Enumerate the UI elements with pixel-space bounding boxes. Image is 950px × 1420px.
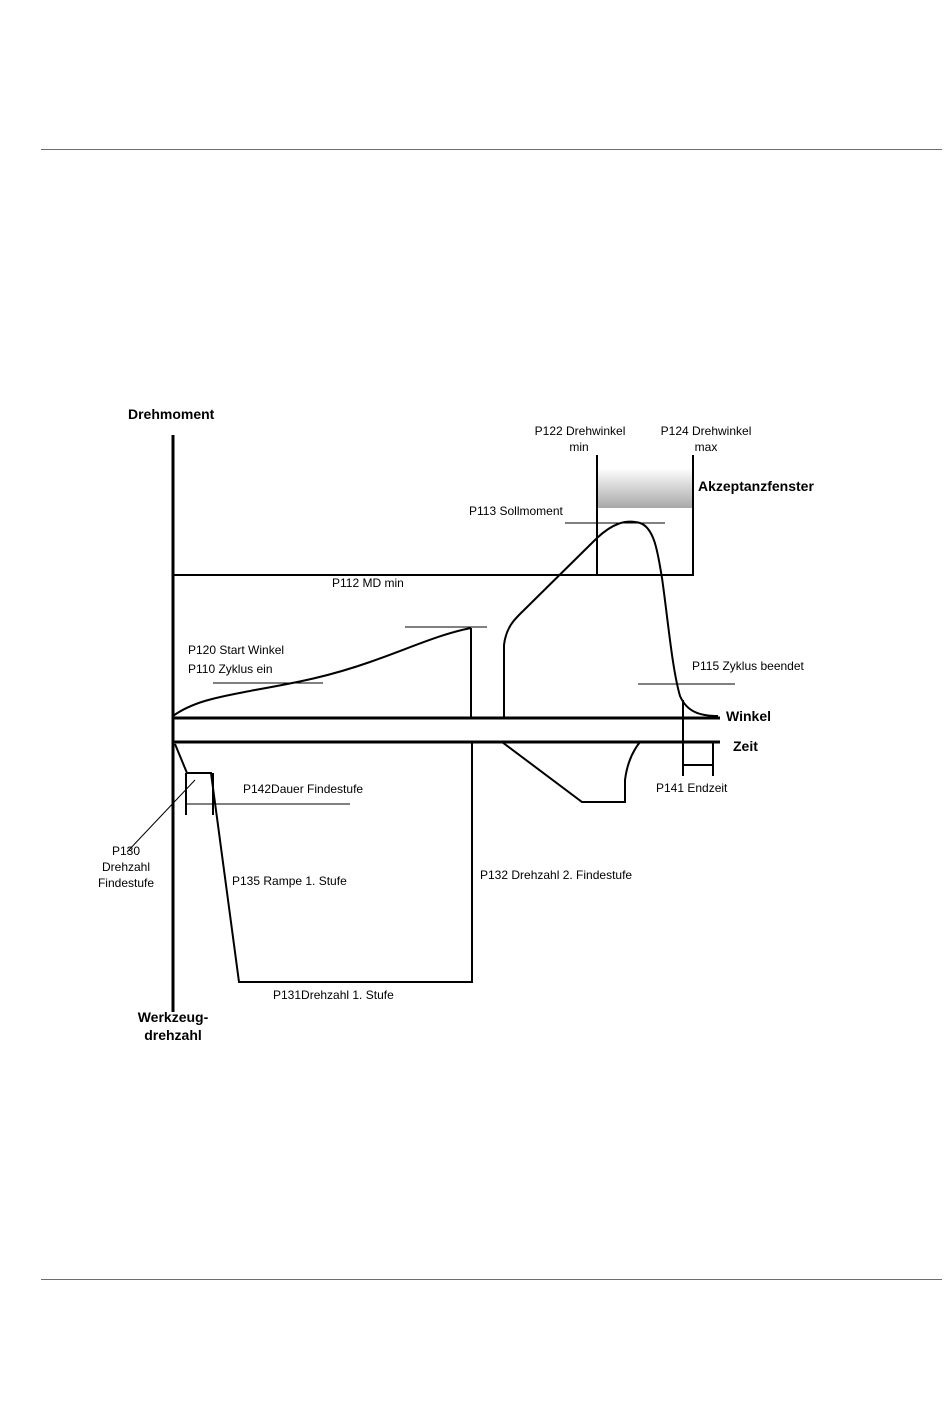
p113-label: P113 Sollmoment — [469, 504, 563, 518]
p115-label: P115 Zyklus beendet — [692, 659, 805, 673]
p130-label-line3: Findestufe — [98, 876, 154, 890]
p124-label-line2: max — [695, 440, 718, 454]
p122-label-line2: min — [569, 440, 588, 454]
torque-axis-label: Drehmoment — [128, 406, 215, 422]
p124-label-line1: P124 Drehwinkel — [661, 424, 752, 438]
time-axis-label: Zeit — [733, 738, 758, 754]
p110-label: P110 Zyklus ein — [188, 662, 273, 676]
page-rule-top — [41, 149, 942, 150]
p130-leader — [126, 779, 196, 853]
p120-label: P120 Start Winkel — [188, 643, 284, 657]
tool-speed-axis-label-line2: drehzahl — [144, 1027, 202, 1043]
torque-curve-stage1 — [172, 627, 472, 717]
p132-label: P132 Drehzahl 2. Findestufe — [480, 868, 632, 882]
torque-curve-stage2 — [503, 520, 719, 718]
p131-label: P131Drehzahl 1. Stufe — [273, 988, 394, 1002]
speed-profile-stage2 — [501, 741, 641, 803]
p141-label: P141 Endzeit — [656, 781, 728, 795]
p122-label-line1: P122 Drehwinkel — [535, 424, 626, 438]
speed-profile-stage1 — [174, 742, 473, 983]
p142-label: P142Dauer Findestufe — [243, 782, 363, 796]
page-rule-bottom — [41, 1279, 942, 1280]
p130-label-line2: Drehzahl — [102, 860, 150, 874]
acceptance-window-label: Akzeptanzfenster — [698, 478, 814, 494]
acceptance-window-shade — [598, 468, 692, 508]
angle-axis-label: Winkel — [726, 708, 771, 724]
p112-label: P112 MD min — [332, 576, 404, 590]
tool-speed-axis-label-line1: Werkzeug- — [138, 1009, 209, 1025]
p135-label: P135 Rampe 1. Stufe — [232, 874, 347, 888]
p130-label-line1: P130 — [112, 844, 140, 858]
